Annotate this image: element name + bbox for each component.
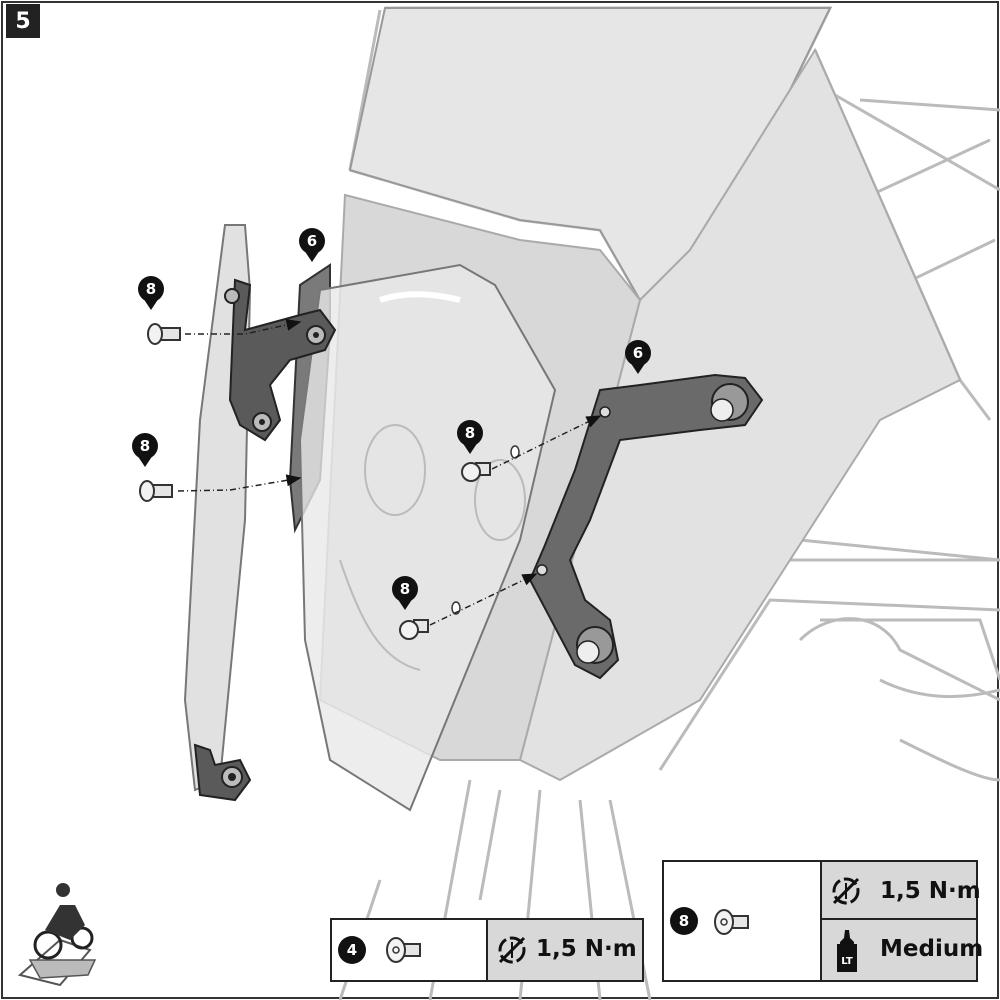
- bolt-icon: [386, 937, 421, 963]
- headlight-outline: [339, 424, 526, 671]
- screw-lower: [399, 601, 461, 640]
- torque-wrench-icon: [832, 877, 860, 905]
- windscreen-panel: [298, 263, 557, 812]
- torque-value: 1,5 N·m: [880, 878, 981, 904]
- rubber-bushing-lower: [576, 626, 614, 664]
- callout-screw-top-left: 8: [138, 276, 164, 310]
- assembly-guide-lines: [177, 319, 602, 626]
- threadlocker-label: LT: [841, 956, 853, 967]
- callout-bracket-left: 6: [299, 228, 325, 262]
- callout-screw-center: 8: [457, 420, 483, 454]
- torque-value: 1,5 N·m: [536, 936, 637, 962]
- step-number-badge: 5: [6, 4, 40, 38]
- part-number-badge: 8: [670, 907, 698, 935]
- callout-bracket-right: 6: [625, 340, 651, 374]
- screw-center: [461, 445, 520, 482]
- screw-top-left: [147, 323, 181, 345]
- rubber-bushing-upper: [710, 383, 749, 422]
- callout-screw-mid-left: 8: [132, 433, 158, 467]
- threadlock-strength: Medium: [880, 936, 984, 962]
- callout-screw-lower: 8: [392, 576, 418, 610]
- direction-arrow-icon: [28, 959, 97, 979]
- spec-table-part-8: 8 1,5 N·m LT Medium: [662, 860, 983, 982]
- left-bracket: [228, 278, 337, 442]
- motorcycle-rider-icon: [17, 883, 97, 987]
- threadlocker-bottle-icon: LT: [837, 930, 857, 972]
- screen-highlight: [379, 291, 461, 303]
- part-number-badge: 4: [338, 936, 366, 964]
- screw-mid-left: [139, 480, 173, 502]
- spec-table-part-4: 4 1,5 N·m: [330, 918, 644, 982]
- torque-wrench-icon: [498, 936, 526, 964]
- bolt-icon: [714, 909, 749, 935]
